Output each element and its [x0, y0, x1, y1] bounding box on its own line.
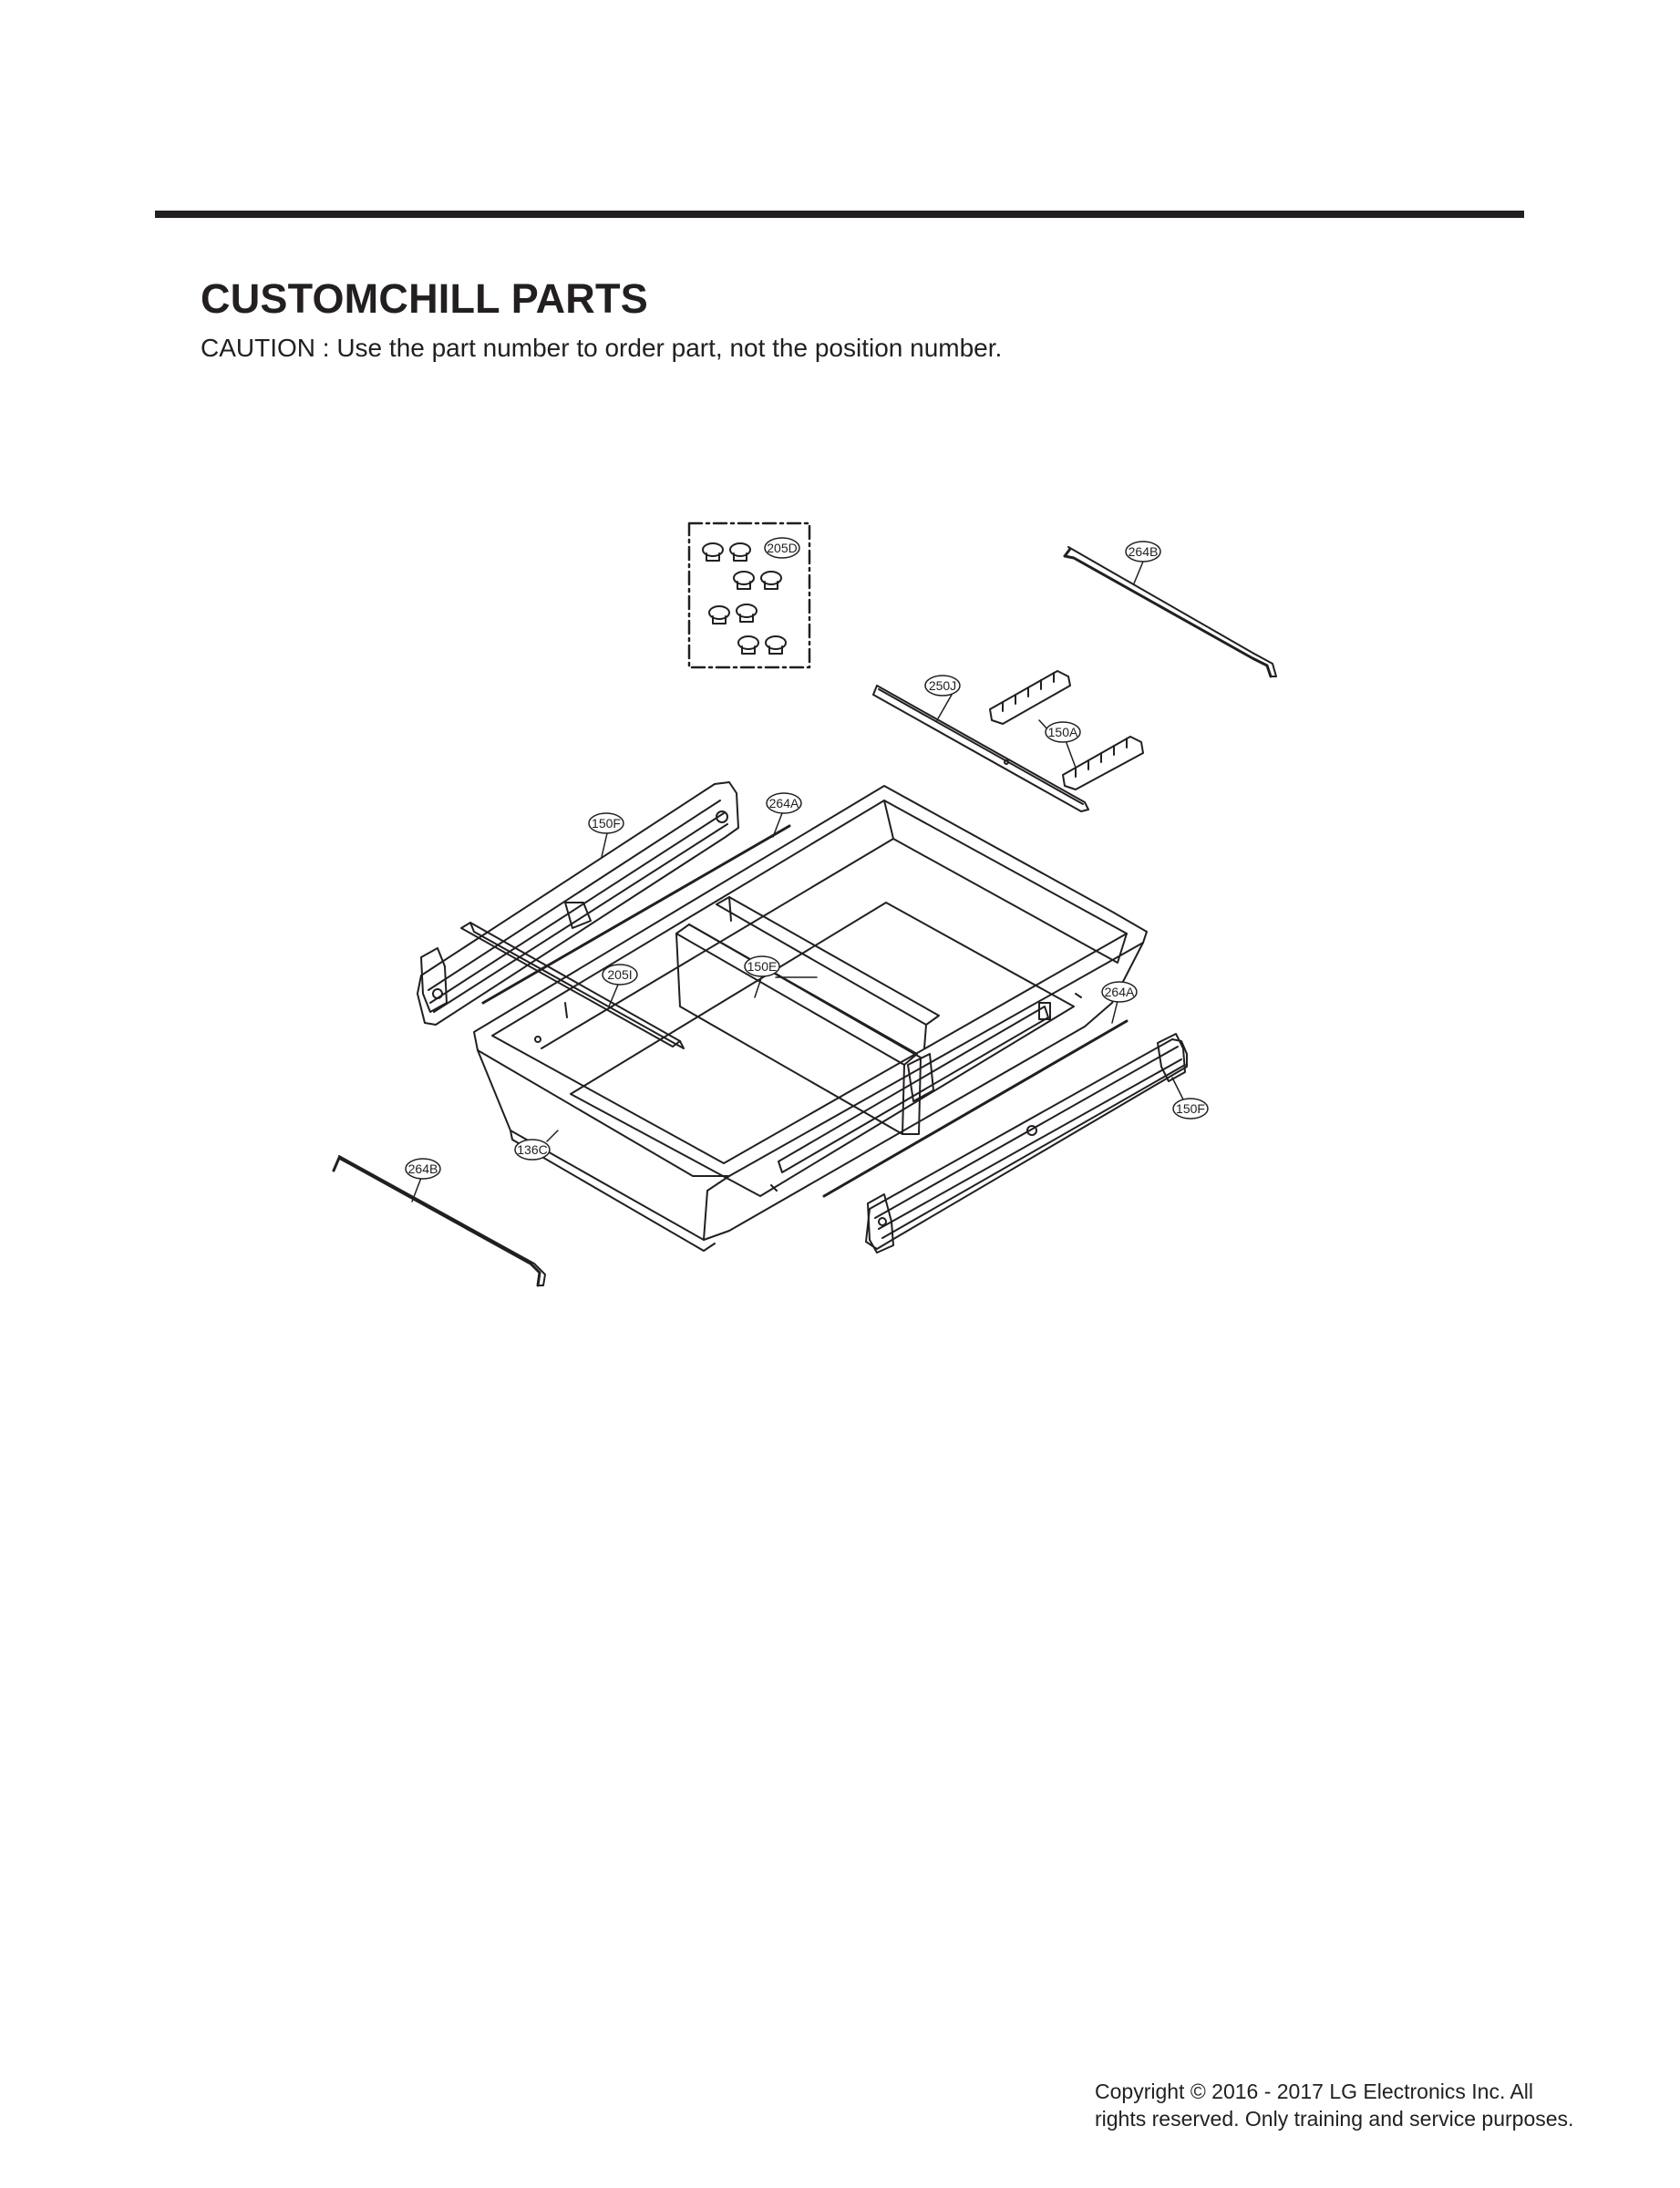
cap-part	[737, 635, 759, 655]
callout-label: 150F	[592, 816, 621, 831]
bar-250j	[872, 685, 1089, 812]
top-rule	[155, 211, 1524, 218]
slide-rail-150f-right	[865, 1033, 1188, 1254]
cap-part	[729, 542, 751, 562]
cap-part	[760, 571, 782, 590]
callout-205d: 205D	[764, 537, 800, 559]
callout-264a-top: 264A	[766, 792, 802, 838]
callout-label: 205I	[607, 967, 632, 982]
cap-part	[702, 542, 724, 562]
cap-part	[736, 604, 758, 623]
front-bar-205i	[460, 922, 685, 1049]
callout-150e: 150E	[744, 955, 818, 998]
bin-slide-track	[778, 1006, 1049, 1173]
cap-part	[708, 605, 730, 624]
callout-250j: 250J	[924, 675, 961, 721]
page-title: CUSTOMCHILL PARTS	[201, 275, 648, 322]
copyright-line-1: Copyright © 2016 - 2017 LG Electronics I…	[1095, 2080, 1534, 2103]
cap-part	[765, 635, 787, 655]
callout-150f-right: 150F	[1171, 1077, 1209, 1120]
callout-label: 264B	[1129, 544, 1159, 559]
bracket-150a	[989, 670, 1144, 790]
rod-264b-lower	[332, 1155, 546, 1287]
callout-136c: 136C	[514, 1130, 559, 1161]
rod-264a-upper	[481, 824, 791, 1005]
callout-label: 136C	[517, 1142, 547, 1157]
callout-label: 150E	[747, 959, 778, 974]
callout-150a: 150A	[1038, 719, 1081, 769]
callout-205i: 205I	[602, 964, 638, 1007]
callout-150f-left: 150F	[588, 812, 624, 858]
copyright-line-2: rights reserved. Only training and servi…	[1095, 2107, 1574, 2131]
callout-label: 264B	[408, 1161, 438, 1176]
crisper-bin-136c	[473, 785, 1148, 1252]
callout-label: 264A	[769, 796, 799, 810]
slide-rail-150f-left	[417, 781, 739, 1026]
callout-label: 264A	[1105, 985, 1135, 999]
copyright-notice: Copyright © 2016 - 2017 LG Electronics I…	[1095, 2078, 1573, 2132]
callout-label: 150A	[1048, 725, 1078, 739]
callout-264b-bottom: 264B	[405, 1158, 441, 1202]
caution-note: CAUTION : Use the part number to order p…	[201, 334, 1003, 362]
callout-label: 205D	[767, 541, 797, 555]
rod-264a-lower	[822, 1019, 1129, 1198]
rod-264b-upper	[1063, 546, 1277, 678]
callout-label: 250J	[929, 678, 956, 693]
callout-label: 150F	[1176, 1101, 1205, 1116]
callout-264a-right: 264A	[1101, 981, 1138, 1024]
cap-kit-box	[687, 521, 811, 669]
divider-150e	[675, 896, 940, 1135]
cap-part	[733, 571, 755, 590]
callout-264b-top: 264B	[1125, 541, 1161, 584]
